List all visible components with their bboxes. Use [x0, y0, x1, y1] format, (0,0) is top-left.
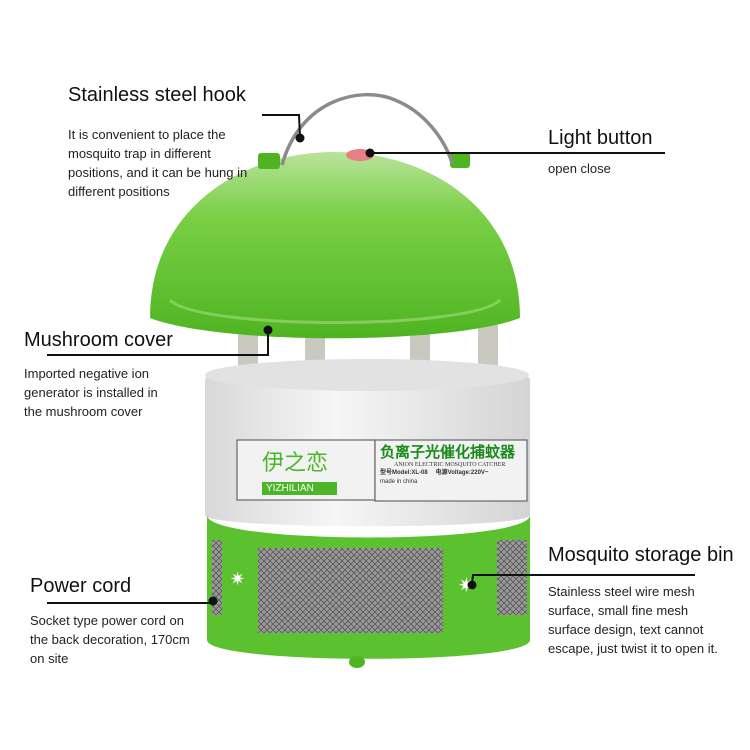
- label-en-title: ANION ELECTRIC MOSQUITO CATCHER: [394, 462, 506, 468]
- spec-label-text: 负离子光催化捕蚊器 ANION ELECTRIC MOSQUITO CATCHE…: [380, 444, 523, 487]
- stainless-steel-hook: [280, 92, 454, 166]
- label-made-in: made in china: [380, 479, 418, 485]
- label-cn-title: 负离子光催化捕蚊器: [380, 444, 516, 461]
- base-foot: [349, 656, 365, 668]
- brand-name: YIZHILIAN: [266, 483, 314, 494]
- wire-mesh-front: [258, 548, 443, 633]
- power-cord-callout-title: Power cord: [30, 575, 132, 597]
- light-button-callout-description: open close: [548, 161, 611, 176]
- spec-label: [374, 439, 528, 502]
- hook-callout-title: Stainless steel hook: [68, 84, 246, 106]
- power-cord-callout-description: Socket type power cord on the back decor…: [30, 613, 190, 666]
- wire-mesh-right: [497, 540, 527, 615]
- leader-lines: [47, 114, 695, 604]
- callout-dots: [208, 133, 477, 606]
- wire-mesh-left: [212, 540, 222, 615]
- label-model: 型号Model:XL-08: [380, 470, 428, 476]
- mushroom-cover: [150, 152, 520, 339]
- light-button-callout-title: Light button: [548, 127, 653, 149]
- storage-bin-callout-description: Stainless steel wire mesh surface, small…: [548, 584, 718, 656]
- hook-mount-left: [258, 153, 280, 169]
- storage-bin-callout-title: Mosquito storage bin: [548, 544, 734, 566]
- starburst-decoration-right: ✷: [458, 575, 475, 597]
- mushroom-cover-callout-description: Imported negative ion generator is insta…: [24, 366, 158, 419]
- mushroom-cover-callout-title: Mushroom cover: [24, 329, 173, 351]
- hook-mount-right: [450, 152, 470, 168]
- label-voltage: 电源Voltage:220V~: [435, 470, 489, 476]
- hook-callout-description: It is convenient to place the mosquito t…: [68, 127, 248, 199]
- spec-row: 型号Model:XL-08 电源Voltage:220V~: [380, 469, 488, 478]
- starburst-decoration-left: ✷: [230, 569, 245, 589]
- brand-logo: 伊之恋: [262, 450, 329, 475]
